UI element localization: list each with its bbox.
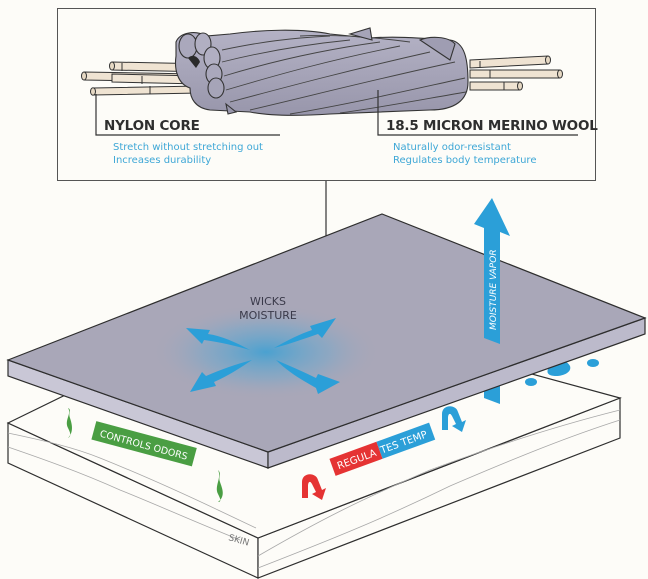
merino-wool-desc-1: Naturally odor-resistant bbox=[393, 142, 511, 153]
regulates-temp-badge-red bbox=[329, 441, 383, 476]
arrow-down-right-icon bbox=[276, 360, 340, 394]
regulates-temp-badge-blue bbox=[376, 422, 436, 459]
fiber-callout-box bbox=[57, 8, 596, 181]
arrow-down-left-icon bbox=[190, 360, 252, 392]
odor-wave-icon bbox=[216, 470, 223, 502]
arrow-up-left-icon bbox=[186, 328, 250, 350]
fiber-illustration bbox=[81, 27, 578, 274]
nylon-core-desc-2: Increases durability bbox=[113, 155, 212, 166]
wicks-moisture-label-line2: MOISTURE bbox=[239, 309, 297, 322]
nylon-core-title: NYLON CORE bbox=[104, 118, 200, 134]
warm-arrow-icon bbox=[302, 474, 326, 500]
moisture-vapor-arrow: MOISTURE VAPOR bbox=[474, 198, 510, 344]
arrow-up-right-icon bbox=[274, 318, 336, 348]
skin-texture-lines bbox=[7, 409, 621, 569]
cool-arrow-icon bbox=[442, 406, 466, 432]
merino-wool-bundle bbox=[174, 27, 469, 116]
moisture-vapor-label: MOISTURE VAPOR bbox=[489, 249, 499, 330]
nylon-fibers-right bbox=[469, 55, 563, 91]
wicking-arrows bbox=[186, 318, 340, 394]
nylon-core-desc-1: Stretch without stretching out bbox=[113, 142, 263, 153]
wicks-moisture-label-line1: WICKS bbox=[250, 295, 286, 308]
controls-odors-badge bbox=[91, 421, 197, 467]
odor-wave-icon bbox=[66, 408, 72, 438]
merino-wool-title: 18.5 MICRON MERINO WOOL bbox=[386, 118, 598, 134]
merino-wool-desc-2: Regulates body temperature bbox=[393, 155, 537, 166]
